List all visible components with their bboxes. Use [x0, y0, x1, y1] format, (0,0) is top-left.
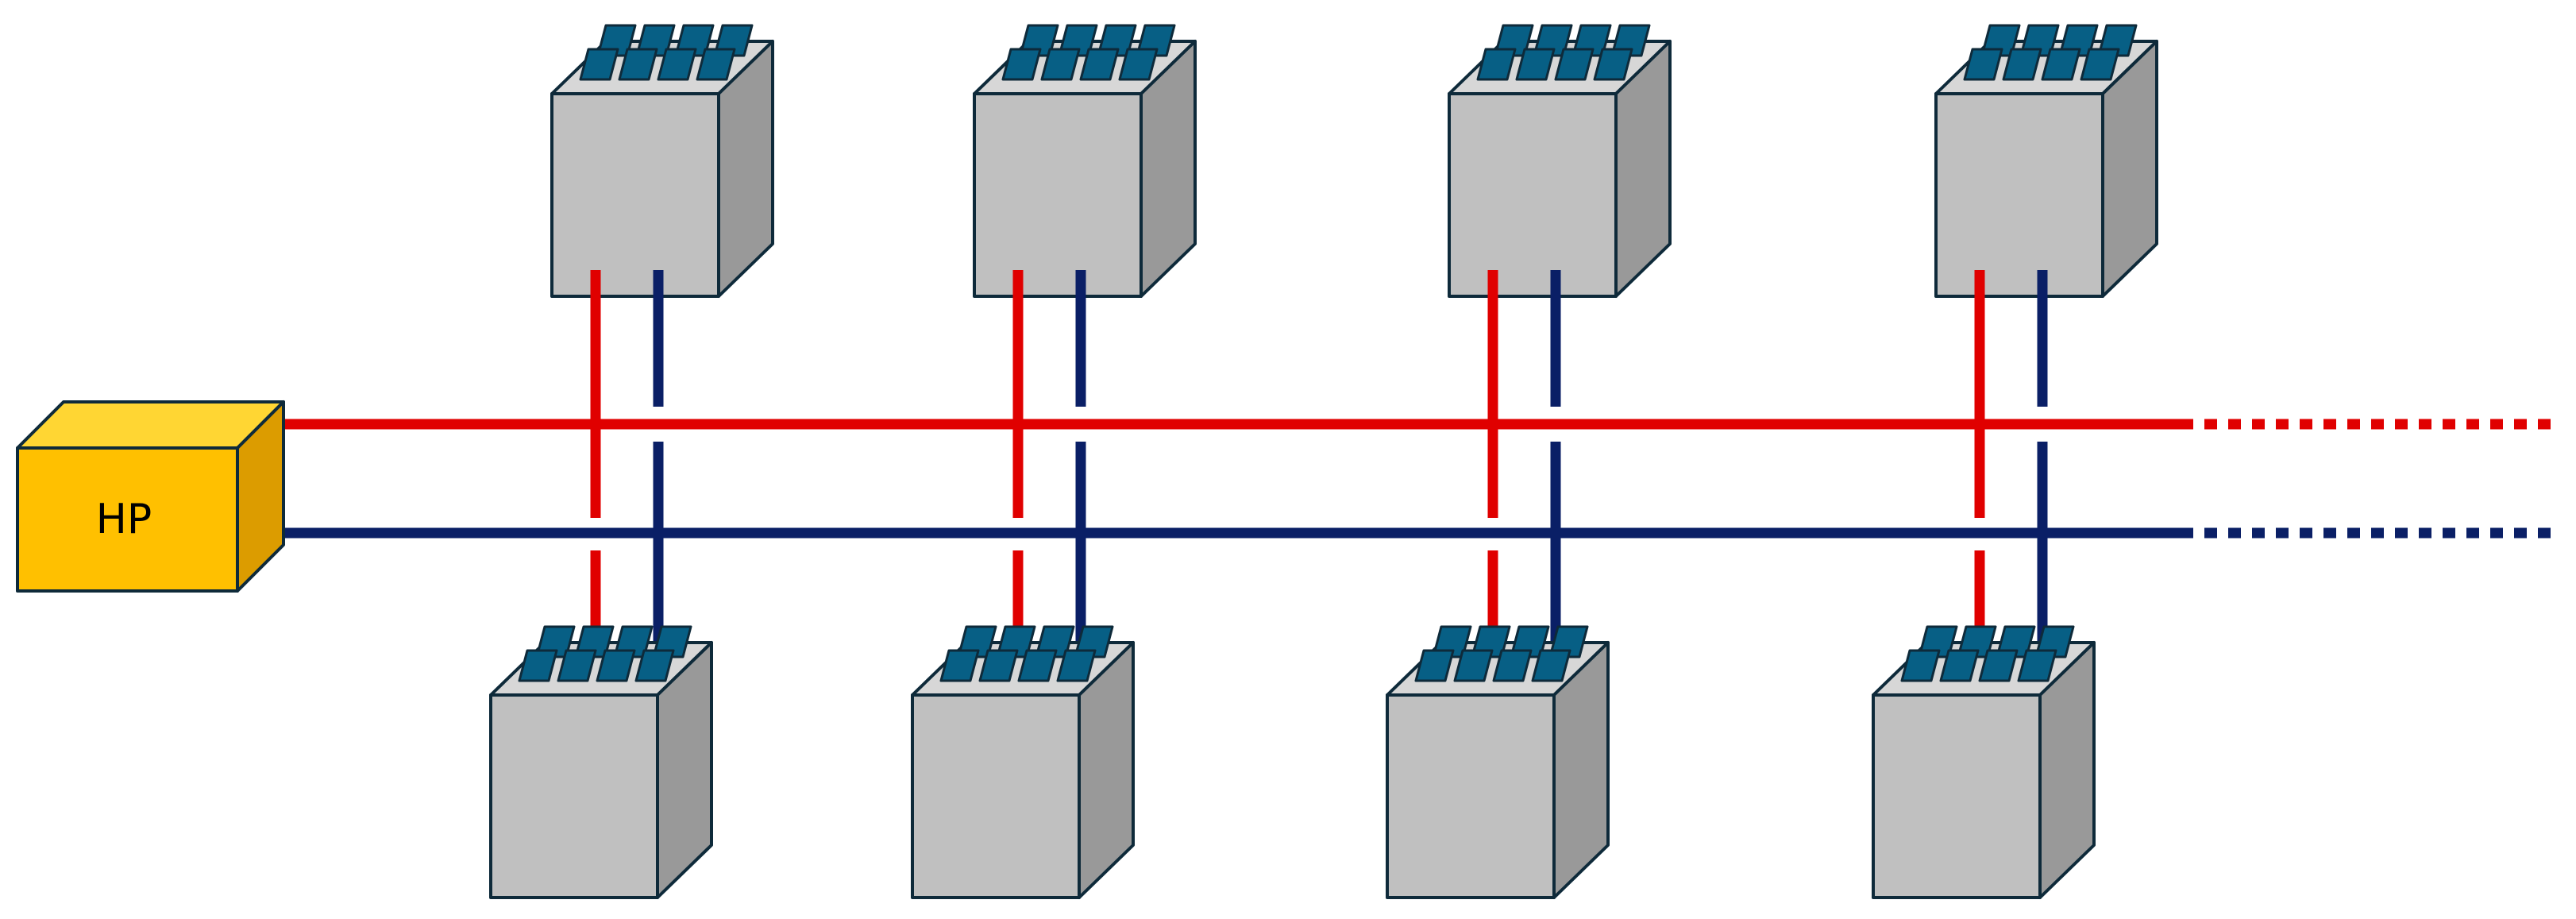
solar-panel-icon — [1017, 649, 1058, 682]
solar-panel-icon — [634, 649, 675, 682]
solar-panel-icon — [1492, 649, 1533, 682]
building-bottom-1 — [489, 625, 713, 899]
solar-panel-icon — [1531, 649, 1571, 682]
solar-panel-icon — [596, 649, 636, 682]
main-pipes — [283, 419, 2557, 539]
solar-panel-icon — [1079, 48, 1120, 81]
solar-panel-icon — [2080, 48, 2120, 81]
solar-panel-icon — [1476, 48, 1517, 81]
heat-pump-label: HP — [96, 496, 152, 543]
building-top-2 — [973, 24, 1197, 298]
solar-panel-icon — [1056, 649, 1097, 682]
heat-pump: HP — [16, 400, 285, 593]
solar-panel-icon — [2002, 48, 2042, 81]
solar-panel-icon — [1040, 48, 1081, 81]
heat-pump-front — [16, 446, 239, 593]
solar-panel-icon — [1963, 48, 2003, 81]
building-bottom-3 — [1386, 625, 1610, 899]
solar-panel-icon — [1554, 48, 1595, 81]
building-top-3 — [1448, 24, 1672, 298]
buildings-group — [489, 24, 2158, 899]
building-front-wall — [973, 92, 1143, 298]
solar-panel-icon — [2041, 48, 2081, 81]
building-bottom-2 — [911, 625, 1135, 899]
building-top-4 — [1934, 24, 2158, 298]
building-front-wall — [489, 693, 659, 899]
building-front-wall — [1872, 693, 2042, 899]
solar-panel-icon — [579, 48, 619, 81]
building-front-wall — [1934, 92, 2104, 298]
solar-panel-icon — [1453, 649, 1494, 682]
solar-panel-icon — [2017, 649, 2057, 682]
building-bottom-4 — [1872, 625, 2096, 899]
building-front-wall — [1448, 92, 1618, 298]
solar-panel-icon — [1900, 649, 1941, 682]
solar-panel-icon — [657, 48, 697, 81]
solar-panel-icon — [557, 649, 597, 682]
solar-panel-icon — [1515, 48, 1556, 81]
solar-panel-icon — [1939, 649, 1980, 682]
building-front-wall — [550, 92, 720, 298]
solar-panel-icon — [696, 48, 736, 81]
solar-panel-icon — [1593, 48, 1633, 81]
solar-panel-icon — [1414, 649, 1455, 682]
building-top-1 — [550, 24, 774, 298]
building-front-wall — [911, 693, 1081, 899]
solar-panel-icon — [1978, 649, 2019, 682]
solar-panel-icon — [1001, 48, 1042, 81]
solar-panel-icon — [939, 649, 980, 682]
solar-panel-icon — [618, 48, 658, 81]
solar-panel-icon — [1118, 48, 1159, 81]
solar-panel-icon — [978, 649, 1019, 682]
solar-panel-icon — [518, 649, 558, 682]
building-front-wall — [1386, 693, 1556, 899]
